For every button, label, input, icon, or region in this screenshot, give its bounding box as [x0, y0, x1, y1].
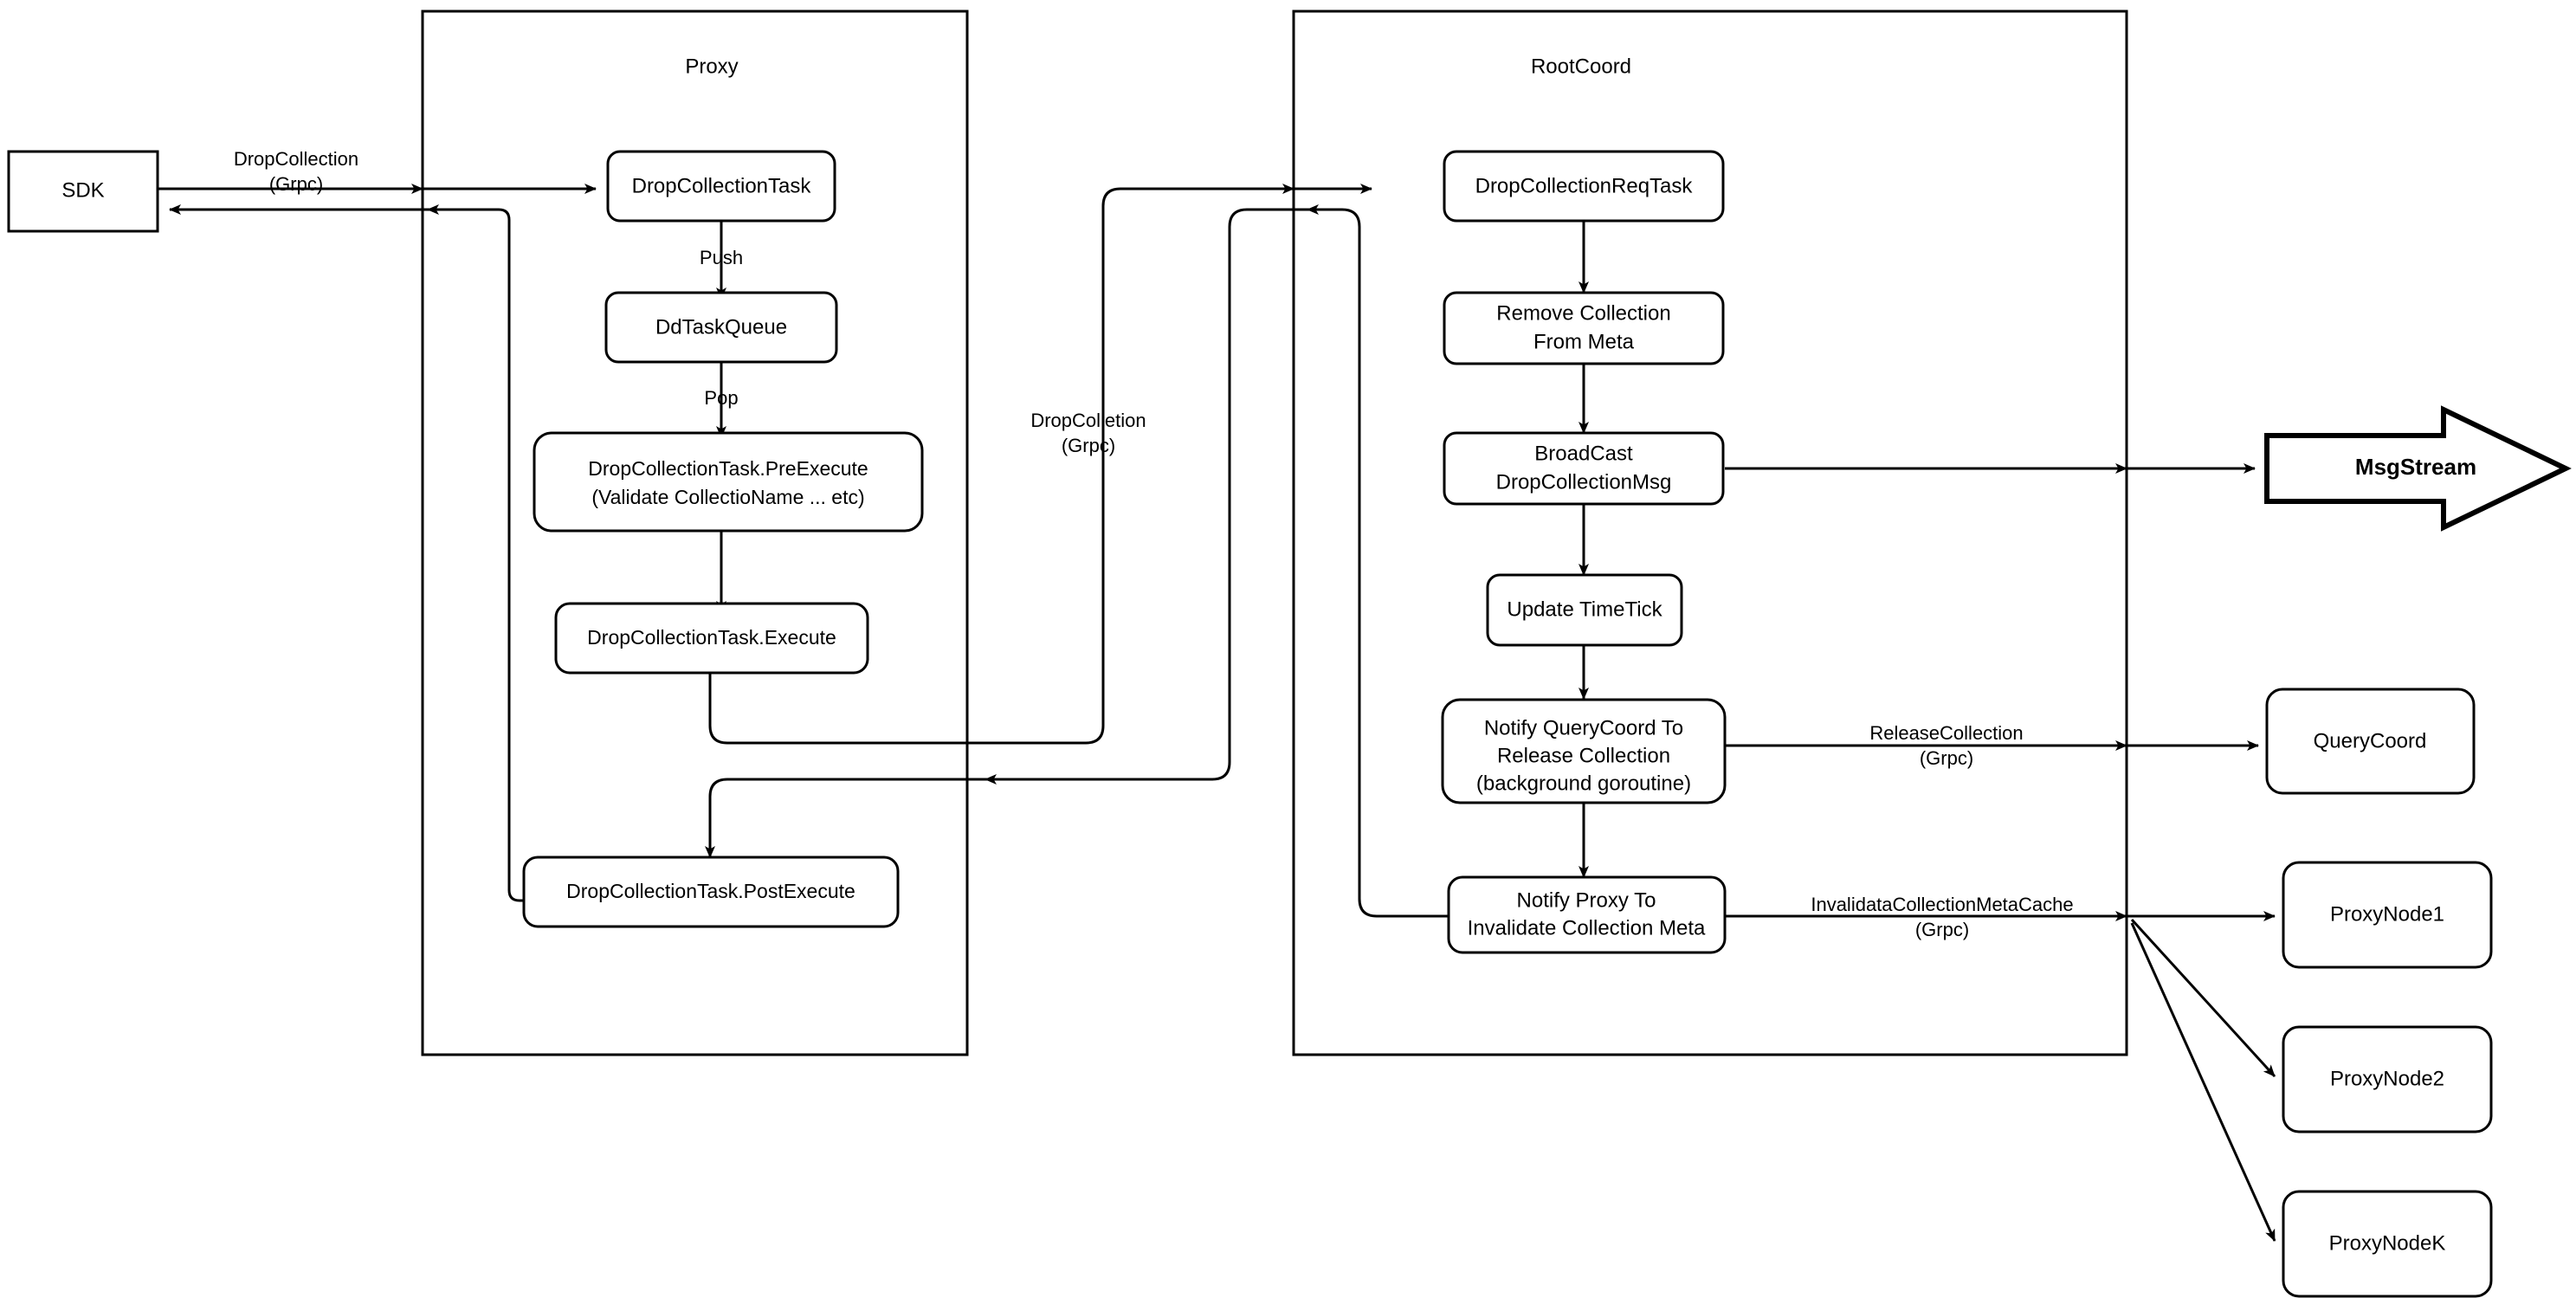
edge-label-releasecollection: ReleaseCollection [1869, 722, 2023, 744]
node-notify-proxy-label-line2: Invalidate Collection Meta [1468, 916, 1706, 940]
edge-label-sdk-to-proxy: DropCollection (Grpc) [234, 148, 358, 195]
node-broadcast-dropcollectionmsg[interactable]: BroadCast DropCollectionMsg [1443, 431, 1725, 506]
node-notify-querycoord-label-line1: Notify QueryCoord To [1484, 716, 1683, 739]
node-req-task[interactable]: DropCollectionReqTask [1443, 150, 1725, 223]
node-remove-meta-label-line1: Remove Collection [1496, 301, 1670, 325]
node-req-task-label: DropCollectionReqTask [1475, 174, 1694, 197]
container-proxy-label: Proxy [685, 55, 738, 78]
node-remove-meta-label-line2: From Meta [1533, 330, 1635, 353]
edge-label-dropcollection: DropCollection [234, 148, 358, 170]
node-post-execute[interactable]: DropCollectionTask.PostExecute [522, 856, 900, 928]
node-update-timetick[interactable]: Update TimeTick [1486, 573, 1683, 647]
edge-label-invalidate-cache: InvalidataCollectionMetaCache (Grpc) [1811, 894, 2073, 940]
edge-rootcoord-to-postexecute [705, 208, 1456, 918]
node-notify-proxy-label-line1: Notify Proxy To [1517, 888, 1656, 912]
edge-label-push: Push [700, 247, 743, 268]
node-drop-collection-task-label: DropCollectionTask [632, 174, 812, 197]
edge-label-dropcolletion-grpc: (Grpc) [1062, 435, 1115, 456]
node-proxynode1[interactable]: ProxyNode1 [2282, 861, 2493, 969]
node-broadcast-label-line2: DropCollectionMsg [1496, 470, 1672, 494]
node-notify-proxy[interactable]: Notify Proxy To Invalidate Collection Me… [1447, 875, 1727, 954]
node-execute[interactable]: DropCollectionTask.Execute [554, 602, 869, 675]
node-sdk[interactable]: SDK [7, 150, 159, 233]
node-dd-task-queue[interactable]: DdTaskQueue [604, 291, 838, 364]
node-notify-querycoord-label-line2: Release Collection [1497, 744, 1670, 767]
node-msgstream[interactable]: MsgStream [2264, 405, 2572, 532]
node-querycoord[interactable]: QueryCoord [2265, 688, 2476, 795]
edge-label-invalidatacollectionmetacache-grpc: (Grpc) [1915, 919, 1969, 940]
edge-postexecute-to-sdk [169, 204, 537, 902]
node-pre-execute[interactable]: DropCollectionTask.PreExecute (Validate … [533, 431, 924, 533]
node-proxynodek[interactable]: ProxyNodeK [2282, 1190, 2493, 1298]
edge-label-release-collection: ReleaseCollection (Grpc) [1869, 722, 2023, 769]
edge-label-dropcolletion: DropColletion [1030, 410, 1146, 431]
node-proxynode2-label: ProxyNode2 [2330, 1067, 2444, 1090]
node-querycoord-label: QueryCoord [2314, 729, 2427, 752]
node-proxynodek-label: ProxyNodeK [2329, 1231, 2446, 1255]
node-pre-execute-label-line1: DropCollectionTask.PreExecute [588, 457, 868, 480]
container-rootcoord-label: RootCoord [1531, 55, 1631, 78]
node-pre-execute-label-line2: (Validate CollectioName ... etc) [591, 486, 864, 508]
edge-execute-to-rootcoord [708, 184, 1372, 745]
node-proxynode2[interactable]: ProxyNode2 [2282, 1025, 2493, 1133]
node-notify-querycoord[interactable]: Notify QueryCoord To Release Collection … [1441, 698, 1727, 804]
node-drop-collection-task[interactable]: DropCollectionTask [606, 150, 836, 223]
edge-label-pop: Pop [704, 387, 738, 409]
node-remove-collection-from-meta[interactable]: Remove Collection From Meta [1443, 291, 1725, 365]
edge-label-releasecollection-grpc: (Grpc) [1920, 747, 1973, 769]
node-post-execute-label: DropCollectionTask.PostExecute [566, 880, 855, 902]
edge-label-proxy-to-rootcoord: DropColletion (Grpc) [1030, 410, 1146, 456]
node-sdk-label: SDK [61, 178, 104, 202]
node-update-timetick-label: Update TimeTick [1507, 597, 1662, 621]
node-notify-querycoord-label-line3: (background goroutine) [1476, 772, 1691, 795]
node-broadcast-label-line1: BroadCast [1534, 442, 1633, 465]
edge-label-invalidatacollectionmetacache: InvalidataCollectionMetaCache [1811, 894, 2073, 915]
node-dd-task-queue-label: DdTaskQueue [655, 315, 787, 339]
node-execute-label: DropCollectionTask.Execute [587, 626, 836, 649]
node-msgstream-label: MsgStream [2355, 454, 2476, 480]
edge-label-dropcollection-grpc: (Grpc) [269, 173, 323, 195]
edge-notifyproxy-to-proxynode2 [2130, 918, 2276, 1078]
node-proxynode1-label: ProxyNode1 [2330, 902, 2444, 926]
edge-notifyproxy-to-proxynodek [2130, 922, 2276, 1242]
